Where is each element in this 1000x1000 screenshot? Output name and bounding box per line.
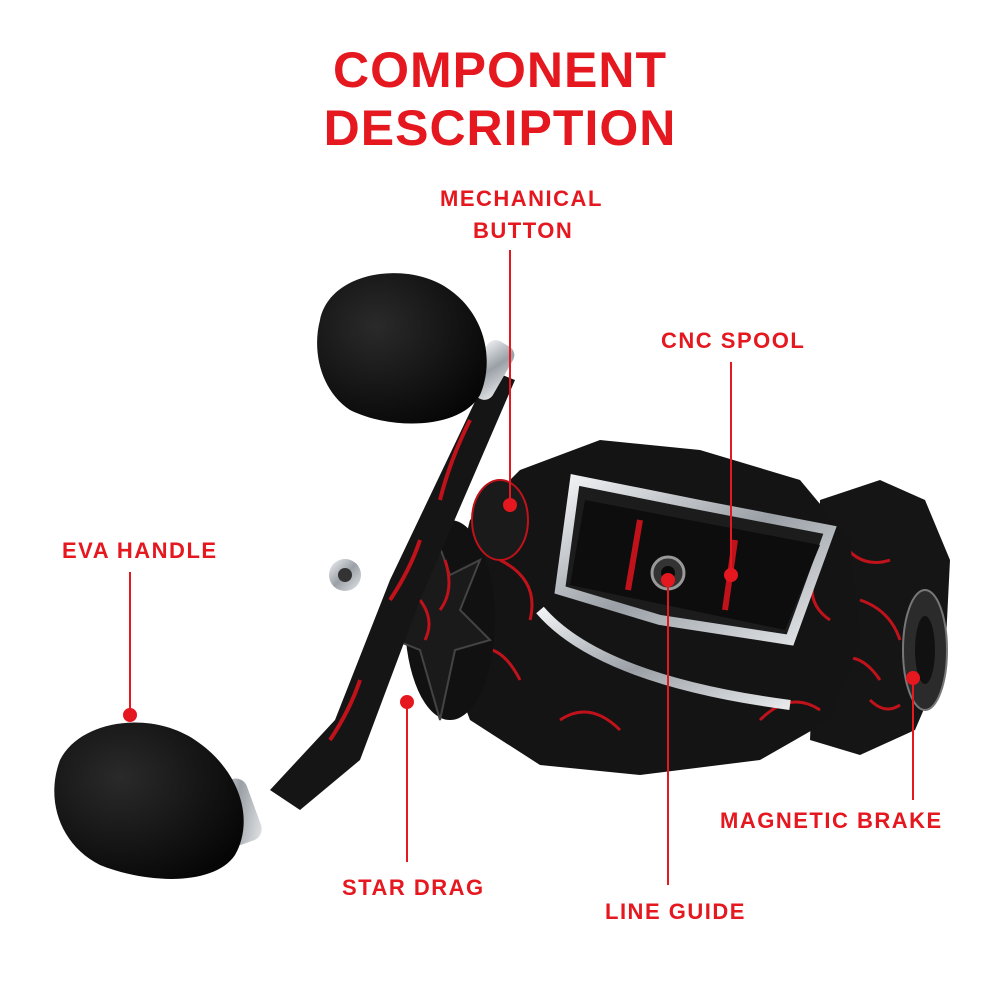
callout-dot-cnc-spool [724, 568, 738, 582]
callout-dot-star-drag [400, 695, 414, 709]
label-eva-handle: EVA HANDLE [62, 538, 218, 563]
callout-dot-eva-handle [123, 708, 137, 722]
callout-dot-line-guide [661, 573, 675, 587]
title-line-1: COMPONENT [333, 42, 667, 98]
callout-dot-mechanical-button [503, 498, 517, 512]
callout-dot-magnetic-brake [906, 671, 920, 685]
callout-lines [123, 250, 920, 885]
reel-body [440, 440, 860, 775]
title-line-2: DESCRIPTION [323, 100, 677, 156]
label-magnetic-brake: MAGNETIC BRAKE [720, 808, 943, 833]
label-cnc-spool: CNC SPOOL [661, 328, 806, 353]
label-mechanical-line-1: MECHANICAL [440, 186, 603, 211]
handle-arm [270, 370, 515, 810]
label-button-line-2: BUTTON [473, 218, 574, 243]
label-line-guide: LINE GUIDE [605, 899, 746, 924]
mechanical-button-knob [471, 479, 529, 561]
lower-eva-knob [54, 722, 262, 879]
upper-eva-knob [317, 273, 515, 424]
label-star-drag: STAR DRAG [342, 875, 485, 900]
